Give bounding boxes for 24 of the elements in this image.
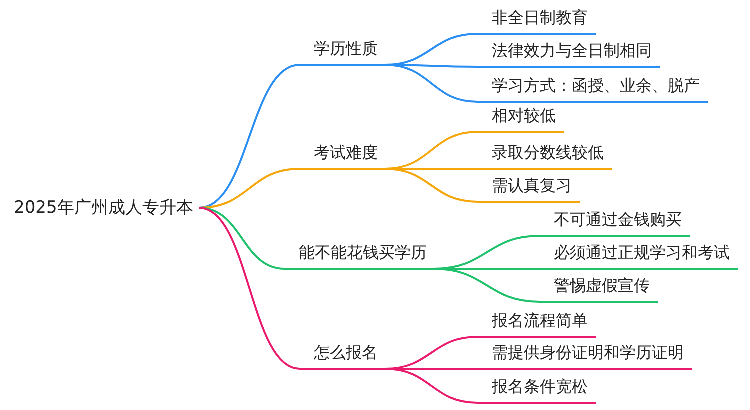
topic-label: 需提供身份证明和学历证明 [478,343,692,370]
topic-label: 考试难度 [300,143,386,170]
topic-label: 报名流程简单 [478,311,596,338]
topic-label: 需认真复习 [478,176,580,203]
topic-label: 相对较低 [478,106,564,133]
topic-label: 不可通过金钱购买 [540,210,690,237]
branch-connector [199,207,300,370]
topic-label: 必须通过正规学习和考试 [540,243,738,270]
branch-connector [384,368,478,404]
branch-connector [384,64,478,103]
branch-connector [384,168,478,203]
root-topic: 2025年广州成人专升本 [14,198,194,218]
topic-label: 非全日制教育 [478,8,596,35]
topic-label: 能不能花钱买学历 [285,243,435,270]
topic-label: 录取分数线较低 [478,143,612,170]
branch-connector [434,268,540,303]
topic-label: 怎么报名 [300,343,386,370]
branch-connector [199,207,286,270]
topic-label: 法律效力与全日制相同 [478,41,660,68]
topic-label: 报名条件宽松 [478,377,596,404]
topic-label: 警惕虚假宣传 [540,276,658,303]
topic-label: 学历性质 [300,39,386,66]
branch-connector [199,64,300,209]
topic-label: 学习方式：函授、业余、脱产 [478,76,708,103]
